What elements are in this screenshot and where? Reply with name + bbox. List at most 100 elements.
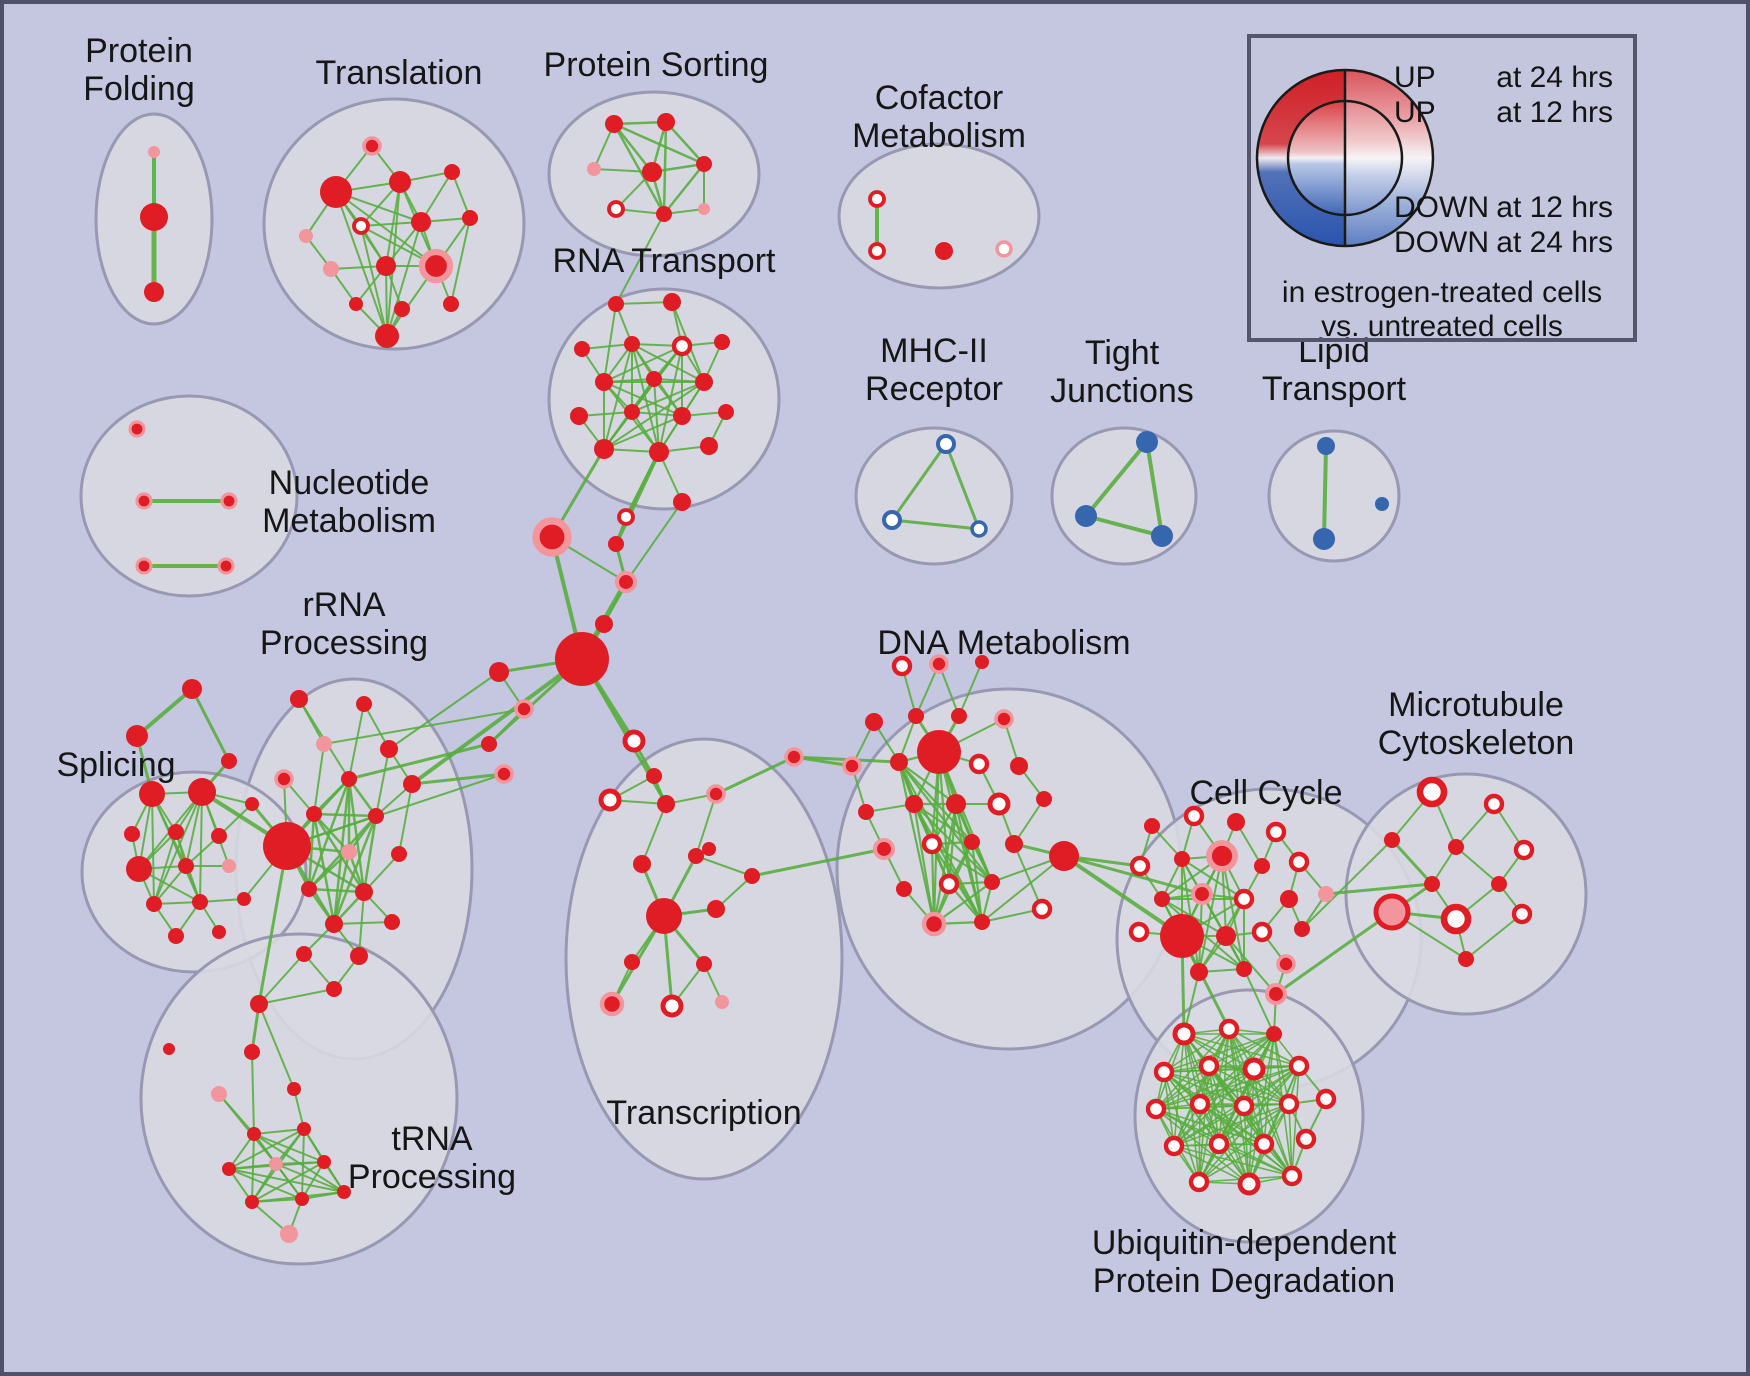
cluster-label-lipid-transport: Transport (1262, 370, 1407, 408)
network-node-red (182, 679, 202, 699)
network-node-red (984, 874, 1000, 890)
network-node-red (714, 334, 730, 350)
network-node-red (908, 708, 924, 724)
network-node-red-ring-white (622, 729, 646, 753)
network-node-red (163, 1043, 175, 1055)
network-node-red-ring-white (1440, 903, 1472, 935)
network-node-red-ring-white (1188, 1171, 1210, 1193)
network-edge (603, 381, 683, 417)
cluster-label-ubiquitin-degradation: Ubiquitin-dependent (1092, 1224, 1397, 1262)
network-edge (695, 855, 753, 877)
network-node-red-ring-white (598, 788, 622, 812)
network-node-red-ring-white (1208, 1133, 1230, 1155)
network-node-red (411, 212, 431, 232)
network-node-red (403, 775, 421, 793)
network-node-red-ring-white (1183, 805, 1205, 827)
network-node-red (443, 296, 459, 312)
network-node-red (290, 690, 308, 708)
network-edge (612, 122, 654, 174)
network-node-pink (299, 229, 313, 243)
network-node-red (1036, 791, 1052, 807)
network-edge (1465, 913, 1523, 960)
network-node-red-ring-white (968, 753, 990, 775)
network-node-red-pink-halo (135, 557, 153, 575)
network-edge (603, 345, 683, 383)
network-node-red (168, 928, 184, 944)
network-edge (1173, 1145, 1250, 1185)
network-edge (981, 855, 1065, 923)
network-node-red-ring-white (938, 873, 960, 895)
legend-time-label: at 12 hrs (1496, 191, 1613, 224)
network-node-red (317, 1155, 331, 1169)
network-node-red (326, 981, 342, 997)
network-node-red-pink-halo (217, 557, 235, 575)
network-node-red (1266, 1026, 1282, 1042)
network-node-red (341, 771, 357, 787)
network-edge (603, 381, 705, 450)
network-node-red (188, 778, 216, 806)
network-node-pink (341, 844, 357, 860)
network-edge (151, 793, 155, 905)
network-edge (1199, 1065, 1300, 1105)
network-edge (258, 953, 305, 1005)
network-edge (1208, 1065, 1250, 1185)
network-edge (228, 1168, 303, 1200)
network-node-red-ring-white (1189, 1093, 1211, 1115)
network-edge (312, 812, 366, 894)
network-node-red-pink-halo (599, 991, 625, 1017)
network-edge (930, 842, 936, 926)
network-node-red (140, 203, 168, 231)
network-edge (695, 793, 717, 857)
cluster-label-nucleotide-metabolism: Nucleotide (269, 464, 430, 502)
network-node-red (673, 493, 691, 511)
network-node-red-ring-white (1031, 898, 1053, 920)
network-node-red (389, 171, 411, 193)
network-node-red (368, 808, 384, 824)
network-node-red (212, 925, 226, 939)
cluster-label-mhc-ii-receptor: Receptor (865, 370, 1003, 408)
network-edge (257, 844, 289, 1006)
network-node-red-ring-white (1145, 1098, 1167, 1120)
network-edge (612, 122, 666, 216)
network-edge (890, 518, 981, 531)
network-edge (1198, 1065, 1300, 1183)
network-node-red (605, 115, 623, 133)
network-edge (1243, 968, 1275, 1035)
cluster-label-cell-cycle: Cell Cycle (1189, 774, 1342, 812)
network-edge (362, 814, 378, 894)
network-edge (348, 703, 365, 780)
network-node-blue (1151, 525, 1173, 547)
cluster-label-rrna-processing: Processing (260, 624, 428, 662)
network-edge (1084, 514, 1164, 538)
network-node-red (325, 915, 343, 933)
network-edge (958, 661, 983, 717)
network-node-red (146, 896, 162, 912)
network-edge (750, 847, 886, 878)
network-node-red (696, 156, 712, 172)
network-node-red (696, 956, 712, 972)
network-node-red (896, 881, 912, 897)
network-node-red (301, 881, 317, 897)
network-edge (1263, 1033, 1275, 1145)
network-node-red (375, 324, 399, 348)
network-node-red-ring-white (1242, 1057, 1266, 1081)
network-node-red (350, 947, 368, 965)
network-node-red (595, 373, 613, 391)
cluster-label-tight-junctions: Tight (1085, 334, 1160, 372)
network-node-red (296, 946, 312, 962)
network-edge (1013, 843, 1043, 910)
network-node-red (222, 1162, 236, 1176)
network-edge (625, 501, 683, 583)
network-edge (631, 343, 660, 453)
network-node-red (1491, 876, 1507, 892)
network-edge (1173, 1103, 1290, 1147)
network-node-red-ring-white (1172, 1022, 1196, 1046)
network-edge (631, 381, 705, 413)
network-edge (1274, 910, 1394, 996)
network-node-red (1174, 851, 1190, 867)
network-node-red (356, 696, 372, 712)
network-edge (313, 743, 325, 815)
network-node-red (695, 373, 713, 391)
network-node-red (250, 995, 268, 1013)
